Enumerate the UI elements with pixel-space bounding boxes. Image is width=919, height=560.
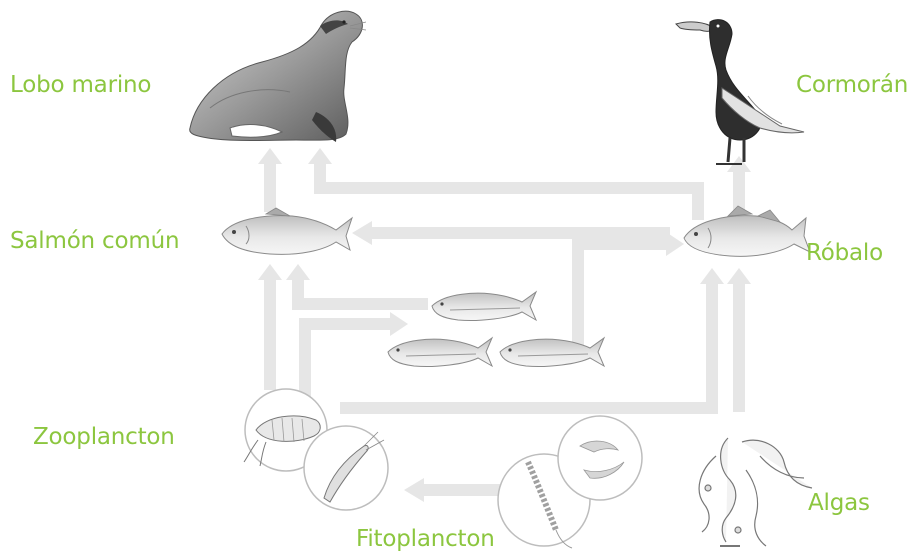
label-cormoran: Cormorán — [796, 72, 908, 98]
arrow-robalo-to-sealion — [308, 148, 704, 220]
label-zooplancton: Zooplancton — [33, 424, 175, 450]
salmon-illustration — [222, 208, 352, 254]
label-fitoplancton: Fitoplancton — [356, 526, 495, 552]
arrow-salmon-to-sealion — [258, 148, 282, 212]
label-salmon-comun: Salmón común — [10, 228, 179, 254]
arrow-zooplankton-to-salmon — [258, 264, 282, 390]
sardine-top — [432, 292, 536, 321]
label-algas: Algas — [808, 490, 870, 516]
label-lobo-marino: Lobo marino — [10, 72, 151, 98]
arrow-sardines-to-salmon — [286, 264, 428, 310]
phytoplankton-illustration — [498, 416, 642, 548]
label-robalo: Róbalo — [806, 240, 883, 266]
cormorant-illustration — [676, 20, 804, 164]
sardine-left — [388, 338, 492, 367]
sea-lion-illustration — [190, 11, 366, 142]
arrow-sardines-to-robalo — [572, 232, 684, 346]
algae-illustration — [699, 438, 812, 546]
sardine-right — [500, 338, 604, 367]
arrow-algae-to-robalo — [727, 268, 751, 412]
arrow-phytoplankton-to-zooplankton — [404, 478, 500, 502]
